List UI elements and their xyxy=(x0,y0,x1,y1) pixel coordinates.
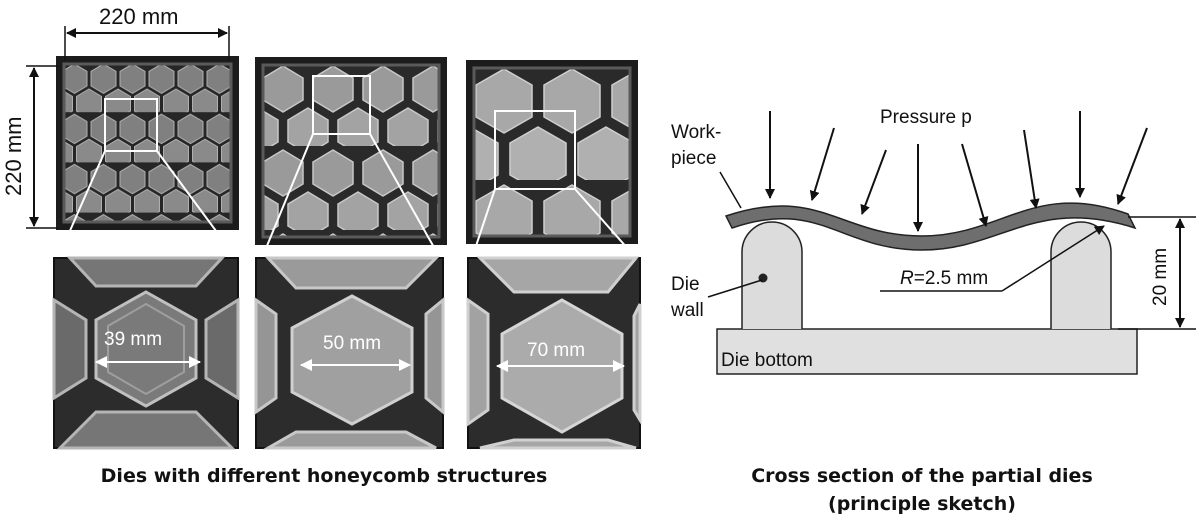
die-wall-left xyxy=(741,221,803,329)
workpiece-leader xyxy=(719,171,742,209)
right-caption-line1: Cross section of the partial dies xyxy=(751,465,1093,487)
zoom-box-large xyxy=(494,110,576,190)
cell-size-label-large: 70 mm xyxy=(527,340,585,361)
pressure-arrows xyxy=(765,111,1148,232)
die-wall-label-line1: Die xyxy=(671,274,700,295)
dimension-height: 220 mm xyxy=(1,65,58,229)
cell-size-label-small: 39 mm xyxy=(104,329,162,350)
workpiece-sheet xyxy=(724,202,1137,251)
zoom-box-medium xyxy=(312,75,371,135)
radius-value: =2.5 mm xyxy=(914,268,988,289)
die-bottom-label: Die bottom xyxy=(721,350,813,371)
workpiece-label-line2: piece xyxy=(671,148,716,169)
zoom-indicators xyxy=(57,75,637,259)
die-small-photo xyxy=(56,56,239,230)
radius-label: R=2.5 mm xyxy=(900,268,988,289)
inset-small xyxy=(52,256,240,450)
cell-size-label-medium: 50 mm xyxy=(323,333,381,354)
die-bottom: Die bottom xyxy=(716,328,1138,375)
pressure-label: Pressure p xyxy=(880,107,972,128)
radius-symbol: R xyxy=(900,268,914,289)
dimension-width-label: 220 mm xyxy=(99,4,178,29)
dimension-height-label: 220 mm xyxy=(1,117,26,196)
workpiece-label-line1: Work- xyxy=(671,122,721,143)
height-label: 20 mm xyxy=(1150,248,1171,306)
height-dimension: 20 mm xyxy=(1118,216,1196,330)
die-wall-label-line2: wall xyxy=(670,300,704,321)
left-caption: Dies with different honeycomb structures xyxy=(101,465,548,487)
die-wall-right xyxy=(1050,221,1112,329)
die-medium-photo xyxy=(255,57,447,245)
die-large-photo xyxy=(466,60,638,244)
right-caption-line2: (principle sketch) xyxy=(828,493,1016,515)
zoom-box-small xyxy=(104,98,158,152)
dimension-width: 220 mm xyxy=(64,4,230,60)
die-wall-leader xyxy=(707,279,763,298)
radius-annotation: R=2.5 mm xyxy=(880,225,1105,292)
